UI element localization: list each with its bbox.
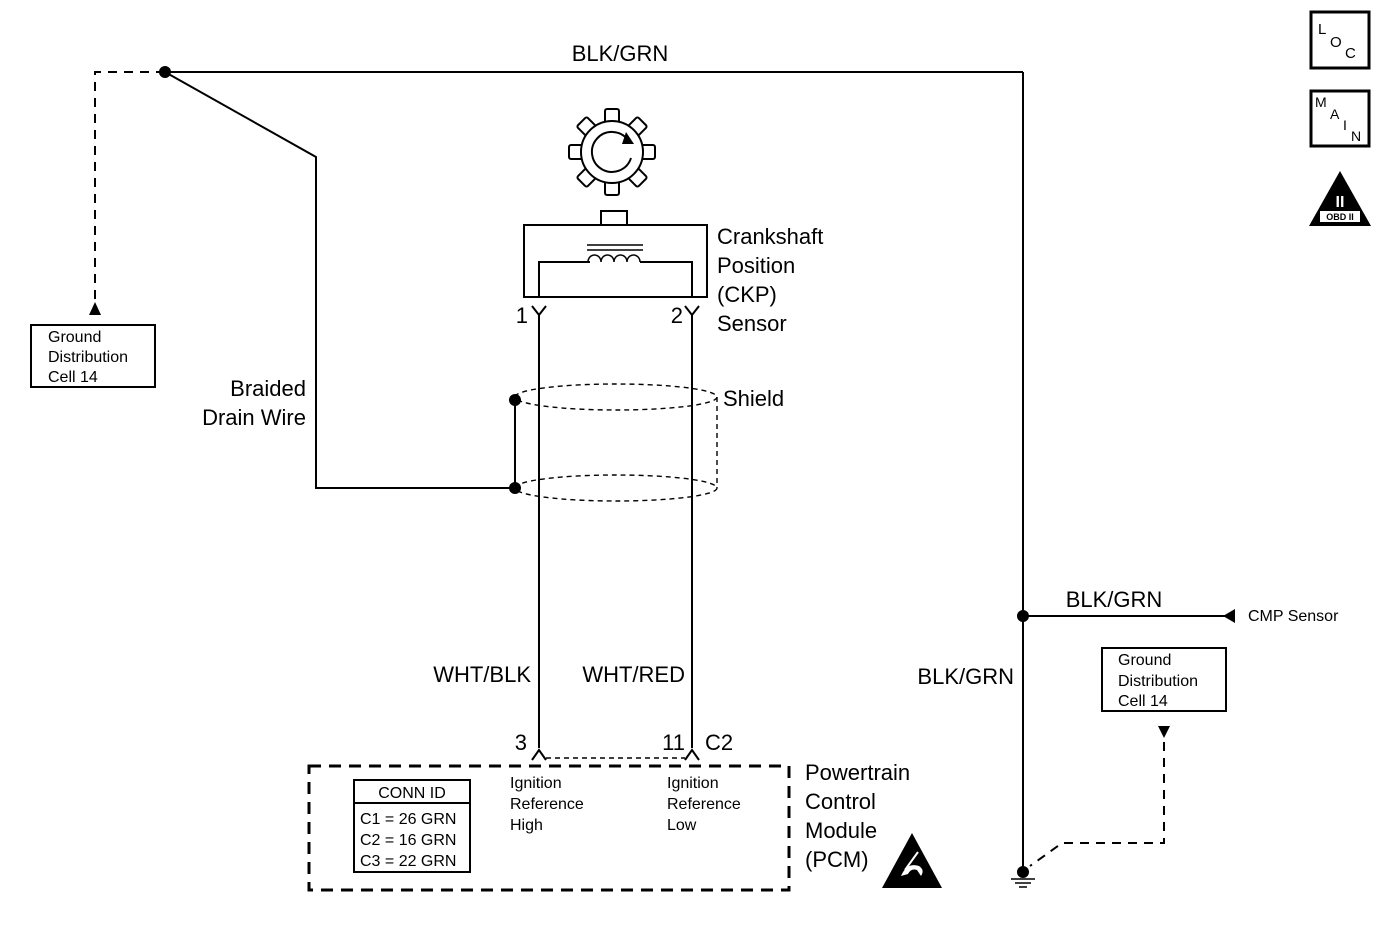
svg-text:A: A	[1330, 106, 1340, 122]
svg-text:C2 = 16 GRN: C2 = 16 GRN	[360, 832, 456, 849]
right-wire-label: BLK/GRN	[917, 664, 1014, 689]
svg-text:C1 = 26 GRN: C1 = 26 GRN	[360, 811, 456, 828]
esd-sensitive-icon	[882, 833, 942, 888]
svg-text:Distribution: Distribution	[48, 349, 128, 366]
top-blk-grn-circuit: BLK/GRN	[89, 41, 1024, 872]
drain-wire-label-2: Drain Wire	[202, 405, 306, 430]
svg-text:(PCM): (PCM)	[805, 847, 869, 872]
conn-id-table: CONN ID C1 = 26 GRN C2 = 16 GRN C3 = 22 …	[353, 779, 471, 873]
svg-text:Reference: Reference	[510, 796, 584, 813]
svg-text:Ground: Ground	[1118, 652, 1171, 669]
svg-text:Low: Low	[667, 817, 697, 834]
shield-label: Shield	[723, 386, 784, 411]
cmp-wire-label: BLK/GRN	[1066, 587, 1163, 612]
pcm-pin-11: 11	[662, 730, 685, 755]
svg-text:Module: Module	[805, 818, 877, 843]
cmp-sensor-label: CMP Sensor	[1248, 608, 1339, 625]
svg-text:Sensor: Sensor	[717, 311, 787, 336]
svg-text:OBD II: OBD II	[1326, 212, 1354, 222]
ground-arrow-left	[89, 302, 101, 315]
cmp-arrow-icon	[1223, 609, 1235, 623]
svg-text:L: L	[1318, 21, 1326, 38]
svg-text:Control: Control	[805, 789, 876, 814]
ground-distribution-left: Ground Distribution Cell 14	[30, 324, 156, 388]
svg-text:Cell 14: Cell 14	[1118, 693, 1168, 710]
svg-text:II: II	[1336, 194, 1345, 211]
top-wire-label: BLK/GRN	[572, 41, 669, 66]
svg-text:Cell 14: Cell 14	[48, 369, 98, 386]
cmp-branch: BLK/GRN CMP Sensor BLK/GRN	[917, 587, 1339, 689]
svg-text:O: O	[1330, 34, 1342, 51]
loc-icon[interactable]: L O C	[1309, 10, 1371, 70]
splice-cmp	[1017, 610, 1029, 622]
svg-text:M: M	[1315, 94, 1327, 110]
ckp-pin-1: 1	[516, 303, 528, 328]
pcm-connector: 3 11 C2	[515, 730, 733, 761]
svg-text:CONN ID: CONN ID	[378, 785, 446, 802]
ckp-sensor: Crankshaft Position (CKP) Sensor	[523, 210, 823, 336]
wire-shield: Shield	[514, 383, 784, 502]
drain-wire-label-1: Braided	[230, 376, 306, 401]
svg-text:Powertrain: Powertrain	[805, 760, 910, 785]
svg-text:I: I	[1343, 117, 1347, 133]
pcm-module: Ignition Reference High Ignition Referen…	[307, 760, 910, 892]
svg-text:Distribution: Distribution	[1118, 673, 1198, 690]
ckp-pin-2: 2	[671, 303, 683, 328]
wire-label-wht-red: WHT/RED	[582, 662, 685, 687]
chassis-ground-icon	[1011, 866, 1035, 888]
svg-text:Position: Position	[717, 253, 795, 278]
crankshaft-reluctor-icon	[568, 108, 656, 196]
main-icon[interactable]: M A I N	[1309, 89, 1371, 148]
obd-ii-icon[interactable]: II OBD II	[1309, 171, 1371, 226]
svg-text:High: High	[510, 817, 543, 834]
svg-text:Ignition: Ignition	[510, 775, 562, 792]
svg-text:Crankshaft: Crankshaft	[717, 224, 823, 249]
coil-icon	[587, 254, 641, 263]
svg-text:Ignition: Ignition	[667, 775, 719, 792]
svg-text:C3 = 22 GRN: C3 = 22 GRN	[360, 853, 456, 870]
svg-text:Reference: Reference	[667, 796, 741, 813]
pcm-connector-c2: C2	[705, 730, 733, 755]
ground-distribution-right: Ground Distribution Cell 14	[1029, 647, 1227, 867]
svg-text:N: N	[1351, 128, 1361, 144]
svg-text:Ground: Ground	[48, 329, 101, 346]
svg-text:(CKP): (CKP)	[717, 282, 777, 307]
ground-arrow-right	[1158, 726, 1170, 738]
pcm-pin-3: 3	[515, 730, 527, 755]
sensor-wires: 1 2 WHT/BLK WHT/RED	[433, 303, 700, 748]
braided-drain-wire: Braided Drain Wire	[164, 71, 521, 494]
wire-label-wht-blk: WHT/BLK	[433, 662, 531, 687]
svg-text:C: C	[1345, 45, 1356, 62]
